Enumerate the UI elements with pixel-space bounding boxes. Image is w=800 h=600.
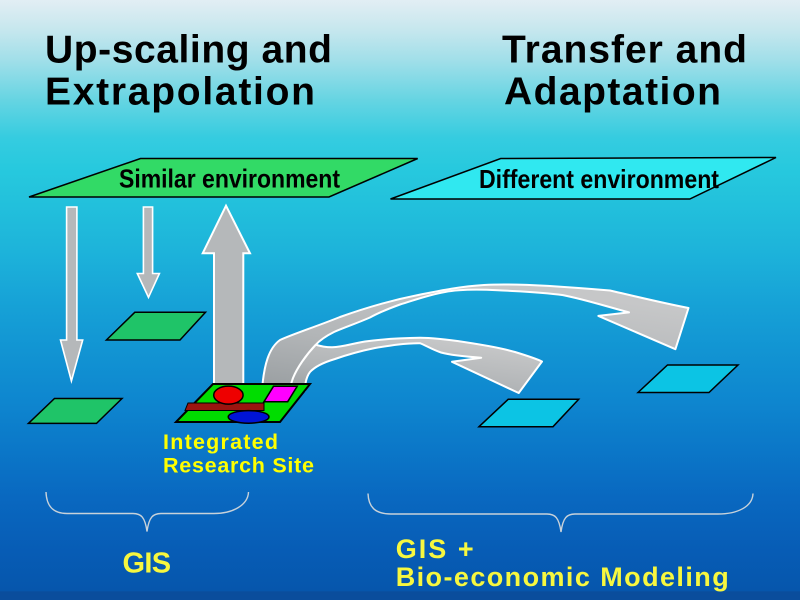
svg-text:Research Site: Research Site: [163, 453, 314, 477]
svg-text:Integrated: Integrated: [163, 430, 278, 454]
svg-text:Extrapolation: Extrapolation: [45, 71, 315, 114]
svg-text:Transfer and: Transfer and: [502, 28, 747, 71]
svg-text:Different environment: Different environment: [479, 164, 719, 194]
svg-text:Similar environment: Similar environment: [119, 164, 340, 194]
svg-text:GIS: GIS: [123, 548, 172, 580]
svg-text:Bio-economic Modeling: Bio-economic Modeling: [396, 562, 729, 592]
svg-text:Adaptation: Adaptation: [504, 71, 721, 114]
svg-text:GIS +: GIS +: [396, 534, 474, 564]
svg-text:Up-scaling and: Up-scaling and: [45, 28, 332, 71]
